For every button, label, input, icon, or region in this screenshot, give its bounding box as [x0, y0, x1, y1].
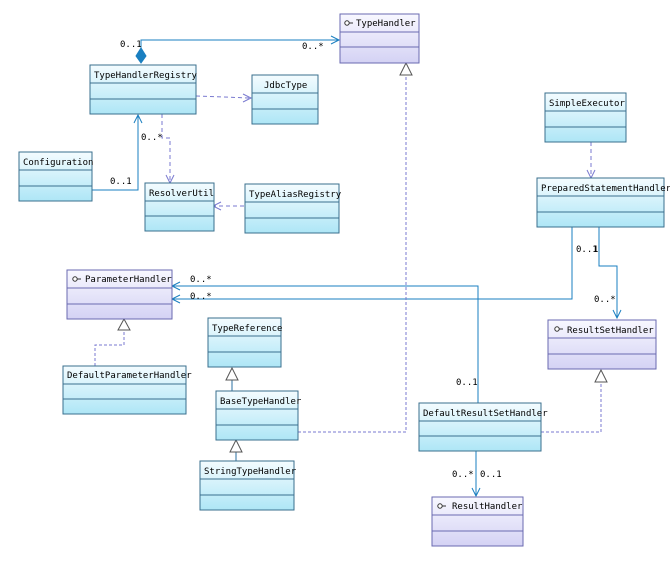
class-typehandlerregistry[interactable]: TypeHandlerRegistry [89, 64, 198, 115]
class-resulthandler[interactable]: ResultHandler [431, 496, 524, 547]
mult-psh-a: 0..1 [576, 245, 598, 255]
executor-psh-dependency [586, 142, 596, 180]
interface-lollipop-icon [344, 20, 353, 26]
class-resolverutil[interactable]: ResolverUtil [144, 182, 215, 232]
drsh-realization [541, 368, 608, 433]
class-resultsethandler[interactable]: ResultSetHandler [547, 319, 657, 370]
class-name: PreparedStatementHandler [541, 184, 670, 194]
mult-to-param-b: 0..* [190, 292, 212, 302]
class-typehandler[interactable]: TypeHandler [339, 13, 420, 64]
class-stringtypehandler[interactable]: StringTypeHandler [199, 460, 297, 511]
class-name: StringTypeHandler [204, 467, 297, 477]
class-defaultresultsethandler[interactable]: DefaultResultSetHandler [418, 402, 548, 452]
class-basetypehandler[interactable]: BaseTypeHandler [215, 390, 302, 441]
stringtypehandler-inheritance [229, 438, 243, 461]
drsh-resulthandler-association [471, 451, 481, 498]
class-configuration[interactable]: Configuration [18, 151, 93, 202]
class-parameterhandler[interactable]: ParameterHandler [66, 269, 173, 320]
class-name: ParameterHandler [85, 275, 172, 285]
inheritance-triangle-icon [225, 366, 239, 381]
inheritance-triangle-icon [229, 438, 243, 453]
class-name: TypeHandlerRegistry [94, 71, 198, 81]
psh-parameterhandler-association [170, 227, 573, 304]
interface-lollipop-icon [72, 276, 81, 282]
class-typereference[interactable]: TypeReference [207, 317, 282, 368]
class-name: ResolverUtil [149, 189, 214, 199]
class-name: ResultSetHandler [567, 326, 654, 336]
class-name: JdbcType [264, 81, 307, 91]
class-name: TypeAliasRegistry [249, 190, 342, 200]
interface-lollipop-icon [554, 326, 563, 332]
class-name: BaseTypeHandler [220, 397, 302, 407]
class-name: SimpleExecutor [549, 99, 625, 109]
mult-registry-source: 0..1 [120, 40, 142, 50]
realization-triangle-icon [117, 317, 131, 331]
mult-drsh-param: 0..1 [456, 378, 478, 388]
class-name: TypeReference [212, 324, 282, 334]
registry-typehandler-composition [135, 35, 341, 64]
class-name: TypeHandler [356, 19, 416, 29]
class-typealiasregistry[interactable]: TypeAliasRegistry [244, 183, 342, 234]
interface-lollipop-icon [437, 503, 446, 509]
basetypehandler-inheritance [225, 366, 239, 391]
class-name: DefaultResultSetHandler [423, 409, 548, 419]
composition-diamond-icon [135, 47, 147, 64]
registry-jdbctype-dependency [195, 93, 253, 103]
basetypehandler-realization [298, 61, 413, 433]
class-jdbctype[interactable]: JdbcType [251, 74, 319, 125]
aliasregistry-resolverutil-dependency [211, 201, 244, 211]
configuration-registry-association [92, 113, 143, 191]
realization-triangle-icon [594, 368, 608, 383]
mult-configuration-registry: 0..1 [110, 177, 132, 187]
class-name: ResultHandler [452, 502, 523, 512]
defaultparam-realization [94, 317, 131, 366]
realization-triangle-icon [399, 61, 413, 76]
class-name: DefaultParameterHandler [67, 371, 192, 381]
mult-typehandler-target: 0..* [302, 42, 324, 52]
mult-psh-b: 1 [593, 245, 598, 255]
class-defaultparameterhandler[interactable]: DefaultParameterHandler [62, 365, 192, 415]
mult-registry-resolver: 0..* [141, 133, 163, 143]
class-preparedstatementhandler[interactable]: PreparedStatementHandler [536, 177, 670, 228]
mult-psh-rsh: 0..* [594, 295, 616, 305]
mult-to-param-a: 0..* [190, 275, 212, 285]
registry-resolverutil-dependency [161, 114, 175, 185]
mult-drsh-rh-a: 0..* [452, 470, 474, 480]
mult-drsh-rh-b: 0..1 [480, 470, 502, 480]
class-simpleexecutor[interactable]: SimpleExecutor [544, 92, 627, 143]
class-name: Configuration [23, 158, 93, 168]
psh-resultsethandler-association [598, 227, 622, 320]
